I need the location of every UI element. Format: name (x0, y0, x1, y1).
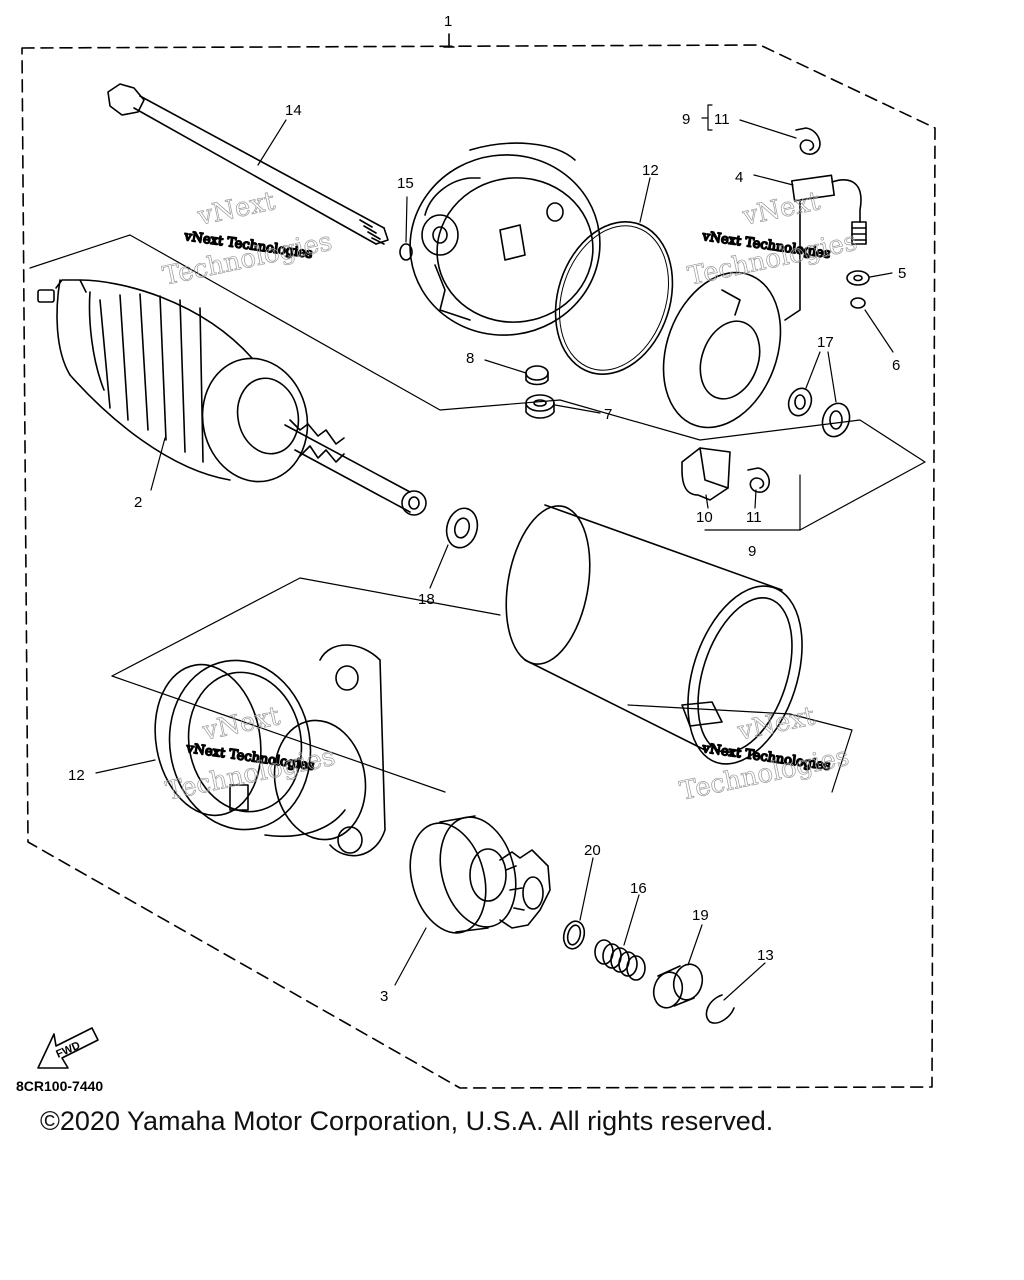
starter-motor-exploded-diagram: vNext Technologies vNext Technologies vN… (16, 13, 1024, 1094)
callout-6: 6 (892, 357, 900, 374)
watermark-4: vNext Technologies vNext Technologies (677, 701, 852, 807)
brush-plate (643, 256, 801, 444)
callout-18: 18 (418, 591, 435, 608)
callout-3: 3 (380, 988, 388, 1005)
nut-7 (526, 395, 554, 418)
callout-20: 20 (584, 842, 601, 859)
assembly-planes (30, 235, 925, 792)
through-bolt (108, 84, 388, 244)
fwd-arrow: FWD (38, 1028, 98, 1068)
svg-text:vNext: vNext (199, 701, 283, 747)
leader-lines (96, 105, 893, 1000)
fwd-label: FWD (54, 1040, 82, 1061)
callout-1: 1 (444, 13, 452, 30)
callout-13: 13 (757, 947, 774, 964)
callout-9-upper: 9 (682, 111, 690, 128)
callout-11-upper: 11 (714, 111, 730, 128)
callout-19: 19 (692, 907, 709, 924)
o-ring-large-lower (144, 656, 273, 824)
callout-5: 5 (898, 265, 906, 282)
callout-7: 7 (604, 406, 612, 423)
callout-17: 17 (817, 334, 834, 351)
brush-spring-upper (796, 128, 820, 154)
callout-11-lower: 11 (746, 509, 762, 526)
starter-clutch-3 (399, 809, 550, 942)
callout-4: 4 (735, 169, 743, 186)
front-cover (156, 645, 385, 856)
yoke-housing (495, 499, 823, 778)
svg-text:vNext: vNext (734, 701, 818, 747)
lead-wire-4 (785, 175, 866, 320)
collar-19 (650, 961, 706, 1011)
callout-16: 16 (630, 880, 647, 897)
armature (38, 280, 426, 515)
copyright-notice: ©2020 Yamaha Motor Corporation, U.S.A. A… (40, 1106, 774, 1136)
o-ring-6 (851, 298, 865, 308)
watermark-1: vNext Technologies vNext Technologies (160, 186, 335, 292)
callout-12-lower: 12 (68, 767, 85, 784)
svg-text:vNext: vNext (739, 186, 823, 232)
brush-10 (682, 448, 730, 500)
callout-15: 15 (397, 175, 414, 192)
nut-8 (526, 366, 548, 385)
callout-2: 2 (134, 494, 142, 511)
callout-9-lower: 9 (748, 543, 756, 560)
svg-text:vNext: vNext (194, 186, 278, 232)
spring-16 (595, 940, 645, 980)
washers-17 (785, 385, 854, 440)
brush-spring-lower (748, 468, 769, 492)
o-ring-large-upper (537, 207, 692, 390)
callout-12-upper: 12 (642, 162, 659, 179)
callout-8: 8 (466, 350, 474, 367)
washer-18 (442, 505, 481, 551)
assembly-boundary (22, 34, 935, 1088)
diagram-code: 8CR100-7440 (16, 1078, 103, 1094)
circlip-13 (706, 995, 734, 1023)
nut-5 (847, 271, 869, 285)
circlip-20 (561, 919, 588, 951)
callout-10: 10 (696, 509, 713, 526)
o-ring-15 (400, 244, 412, 260)
callout-numbers: 1 2 3 4 5 6 7 8 9 9 10 11 11 12 12 13 14… (68, 13, 906, 1005)
callout-14: 14 (285, 102, 302, 119)
watermark-2: vNext Technologies vNext Technologies (685, 186, 860, 292)
